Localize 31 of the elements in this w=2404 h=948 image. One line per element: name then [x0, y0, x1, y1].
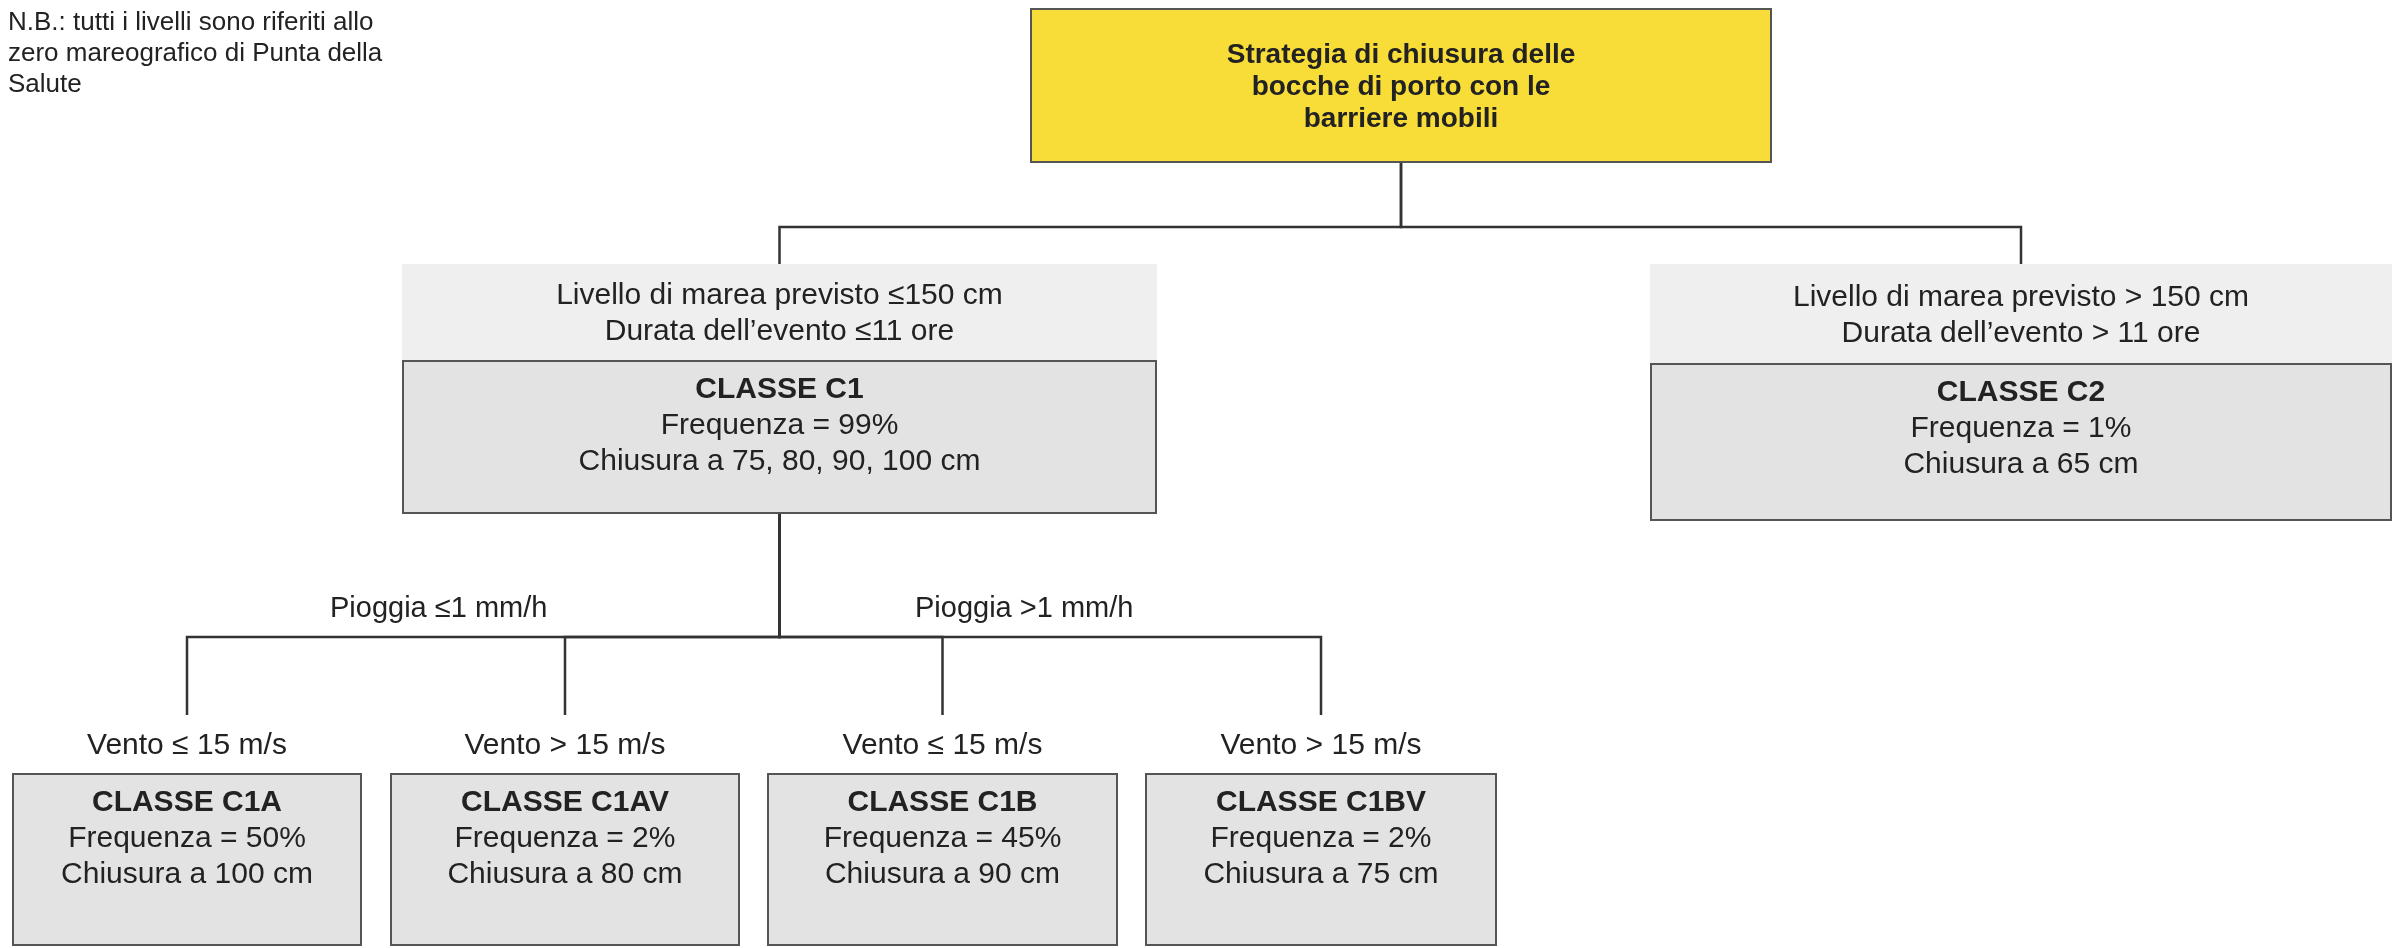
- class-name: CLASSE C1: [695, 370, 864, 406]
- condition-text: Vento ≤ 15 m/s: [87, 726, 287, 762]
- class-detail: Chiusura a 75, 80, 90, 100 cm: [578, 442, 981, 478]
- class-name: CLASSE C1B: [847, 783, 1038, 819]
- class-name: CLASSE C2: [1936, 373, 2106, 409]
- condition-label: Pioggia >1 mm/h: [915, 590, 1134, 624]
- condition-text: Livello di marea previsto > 150 cm: [1792, 277, 2250, 314]
- class-detail: Chiusura a 100 cm: [61, 855, 313, 891]
- connector-line: [1399, 163, 2023, 264]
- class-name: CLASSE C1A: [91, 783, 282, 819]
- condition-text: Vento ≤ 15 m/s: [842, 726, 1043, 762]
- class-name: CLASSE C1AV: [461, 783, 669, 819]
- class-detail: Frequenza = 2%: [454, 819, 676, 855]
- class-detail: Frequenza = 50%: [68, 819, 306, 855]
- note-text: N.B.: tutti i livelli sono riferiti allo zero mareografico di Punta della Salute: [8, 6, 384, 99]
- condition-text: Vento > 15 m/s: [464, 726, 666, 762]
- condition-label: Pioggia ≤1 mm/h: [330, 590, 548, 624]
- condition-text: Durata dell’evento > 11 ore: [1841, 313, 2201, 350]
- class-detail: Frequenza = 99%: [660, 406, 899, 442]
- class-detail: Frequenza = 1%: [1910, 409, 2132, 445]
- class-detail: Chiusura a 75 cm: [1203, 855, 1439, 891]
- condition-text: Vento > 15 m/s: [1220, 726, 1422, 762]
- class-detail: Chiusura a 80 cm: [447, 855, 683, 891]
- condition-text: Livello di marea previsto ≤150 cm: [556, 276, 1003, 312]
- class-name: CLASSE C1BV: [1215, 783, 1426, 819]
- class-detail: Chiusura a 90 cm: [824, 855, 1061, 891]
- class-detail: Frequenza = 2%: [1210, 819, 1432, 855]
- class-detail: Chiusura a 65 cm: [1903, 445, 2139, 481]
- title-text: Strategia di chiusura delle bocche di porto con le barriere mobili: [1225, 37, 1577, 134]
- class-detail: Frequenza = 45%: [823, 819, 1062, 855]
- condition-text: Durata dell’evento ≤11 ore: [604, 312, 955, 348]
